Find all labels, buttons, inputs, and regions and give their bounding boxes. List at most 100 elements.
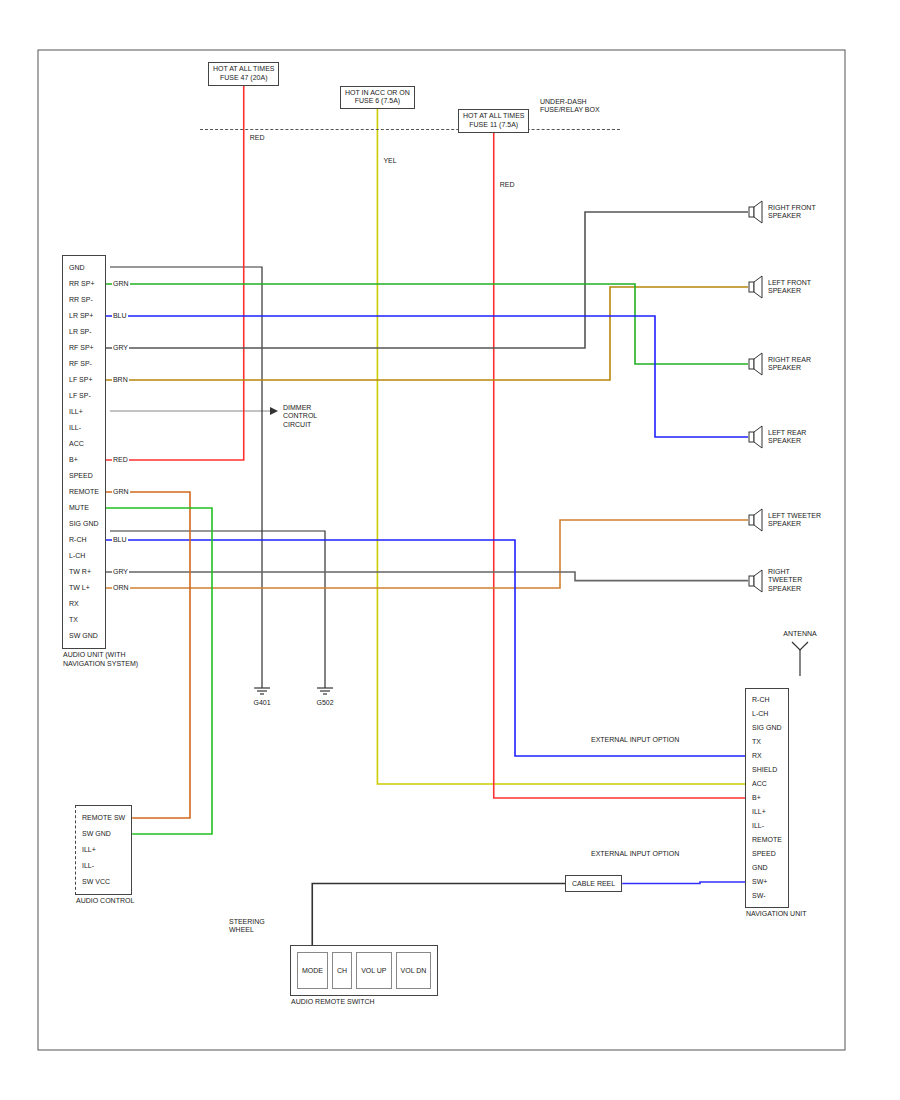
pin-name: L-CH (69, 548, 99, 564)
wire (106, 540, 745, 756)
switch-label: VOL DN (396, 952, 432, 989)
speaker: RIGHT REAR SPEAKER (748, 352, 822, 376)
wire-color: GRN (112, 280, 130, 288)
pin-name: SIG GND (69, 516, 99, 532)
pin-name: ILL- (69, 420, 99, 436)
speaker-symbol (748, 200, 764, 224)
pin-name: TW L+ (69, 580, 99, 596)
pin-name: SPEED (69, 468, 99, 484)
pin-name: RF SP- (69, 356, 99, 372)
pin-name: SW- (752, 889, 782, 903)
component-title: NAVIGATION UNIT (746, 910, 841, 919)
fuse-relay-box: UNDER-DASH FUSE/RELAY BOXHOT AT ALL TIME… (200, 58, 620, 130)
fuse: HOT AT ALL TIMESFUSE 11 (7.5A) (458, 109, 529, 133)
wire-color: RED (249, 134, 266, 142)
pin-name: LR SP+ (69, 308, 99, 324)
wire (622, 882, 745, 884)
pin-name: RR SP- (69, 292, 99, 308)
speaker-symbol (748, 275, 764, 299)
speaker-symbol (748, 508, 764, 532)
wire (312, 884, 565, 946)
fuse: HOT AT ALL TIMESFUSE 47 (20A) (208, 62, 279, 86)
option-note: EXTERNAL INPUT OPTION (590, 736, 680, 744)
pin-name: SW GND (69, 628, 99, 644)
navigation-unit: R-CHL-CHSIG GNDTXRXSHIELDACCB+ILL+ILL-RE… (745, 688, 789, 908)
frame (38, 50, 845, 1050)
pin-name: REMOTE (752, 833, 782, 847)
pin-name: ACC (752, 777, 782, 791)
fuse-label: FUSE 11 (7.5A) (463, 121, 524, 130)
pin-name: TX (752, 735, 782, 749)
ground-symbol (317, 688, 333, 694)
wire (106, 287, 748, 380)
wire-color: BRN (112, 376, 129, 384)
switch-row: MODECHVOL UPVOL DN (297, 952, 431, 989)
ground-wire (110, 267, 262, 688)
wire (106, 284, 748, 364)
pin-name: RX (69, 596, 99, 612)
pin-name: LF SP- (69, 388, 99, 404)
wire-color: GRY (112, 344, 129, 352)
speaker-symbol (748, 352, 764, 376)
pin-name: ILL+ (752, 805, 782, 819)
wire (494, 133, 745, 799)
wire (106, 212, 748, 348)
wire (106, 520, 748, 588)
pin-name: R-CH (752, 693, 782, 707)
component-title: AUDIO CONTROL (76, 897, 171, 906)
pin-name: SPEED (752, 847, 782, 861)
speaker: RIGHT FRONT SPEAKER (748, 200, 822, 224)
wire (106, 86, 244, 461)
wire-color: BLU (112, 312, 128, 320)
pin-name: RX (752, 749, 782, 763)
fuse-label: HOT IN ACC OR ON (345, 89, 410, 98)
component-title: AUDIO REMOTE SWITCH (291, 998, 386, 1007)
dimmer-wire (110, 410, 270, 411)
pin-name: GND (752, 861, 782, 875)
ground-label: G502 (315, 699, 334, 707)
pin-name: B+ (69, 452, 99, 468)
pin-name: GND (69, 260, 99, 276)
speaker: LEFT FRONT SPEAKER (748, 275, 822, 299)
pin-name: REMOTE (69, 484, 99, 500)
fuse-label: HOT AT ALL TIMES (463, 112, 524, 121)
pin-name: SW VCC (82, 874, 125, 890)
pin-name: RF SP+ (69, 340, 99, 356)
component-title: AUDIO UNIT (WITH NAVIGATION SYSTEM) (63, 651, 158, 669)
switch-label: CH (332, 952, 352, 989)
fuse-label: FUSE 47 (20A) (213, 74, 274, 83)
wire-color: RED (112, 456, 129, 464)
pin-name: REMOTE SW (82, 810, 125, 826)
pin-name: TX (69, 612, 99, 628)
speaker: LEFT REAR SPEAKER (748, 425, 822, 449)
pin-name: SW+ (752, 875, 782, 889)
pin-name: ILL+ (82, 842, 125, 858)
box-title: UNDER-DASH FUSE/RELAY BOX (540, 98, 625, 115)
speaker-symbol (748, 425, 764, 449)
ground-wire (110, 531, 325, 688)
pin-name: L-CH (752, 707, 782, 721)
wire (106, 572, 748, 581)
wire-color: RED (499, 181, 516, 189)
ground-label: G401 (252, 699, 271, 707)
wire (106, 508, 212, 834)
pin-name: TW R+ (69, 564, 99, 580)
audio-control-panel: REMOTE SWSW GNDILL+ILL-SW VCCAUDIO CONTR… (75, 805, 132, 895)
circuit-note: DIMMER CONTROL CIRCUIT (282, 404, 344, 429)
fuse: HOT IN ACC OR ONFUSE 6 (7.5A) (340, 86, 415, 110)
ground-symbol (254, 688, 270, 694)
component-label: STEERING WHEEL (228, 918, 285, 935)
wire-color: GRY (112, 568, 129, 576)
pin-name: MUTE (69, 500, 99, 516)
pin-name: LF SP+ (69, 372, 99, 388)
fuse-label: FUSE 6 (7.5A) (345, 97, 410, 106)
pin-name: ILL- (752, 819, 782, 833)
speaker: RIGHT TWEETER SPEAKER (748, 568, 822, 593)
option-note: EXTERNAL INPUT OPTION (590, 850, 680, 858)
wire-color: ORN (112, 584, 130, 592)
component-label: CABLE REEL (572, 880, 615, 887)
pin-name: SW GND (82, 826, 125, 842)
pin-name: SHIELD (752, 763, 782, 777)
